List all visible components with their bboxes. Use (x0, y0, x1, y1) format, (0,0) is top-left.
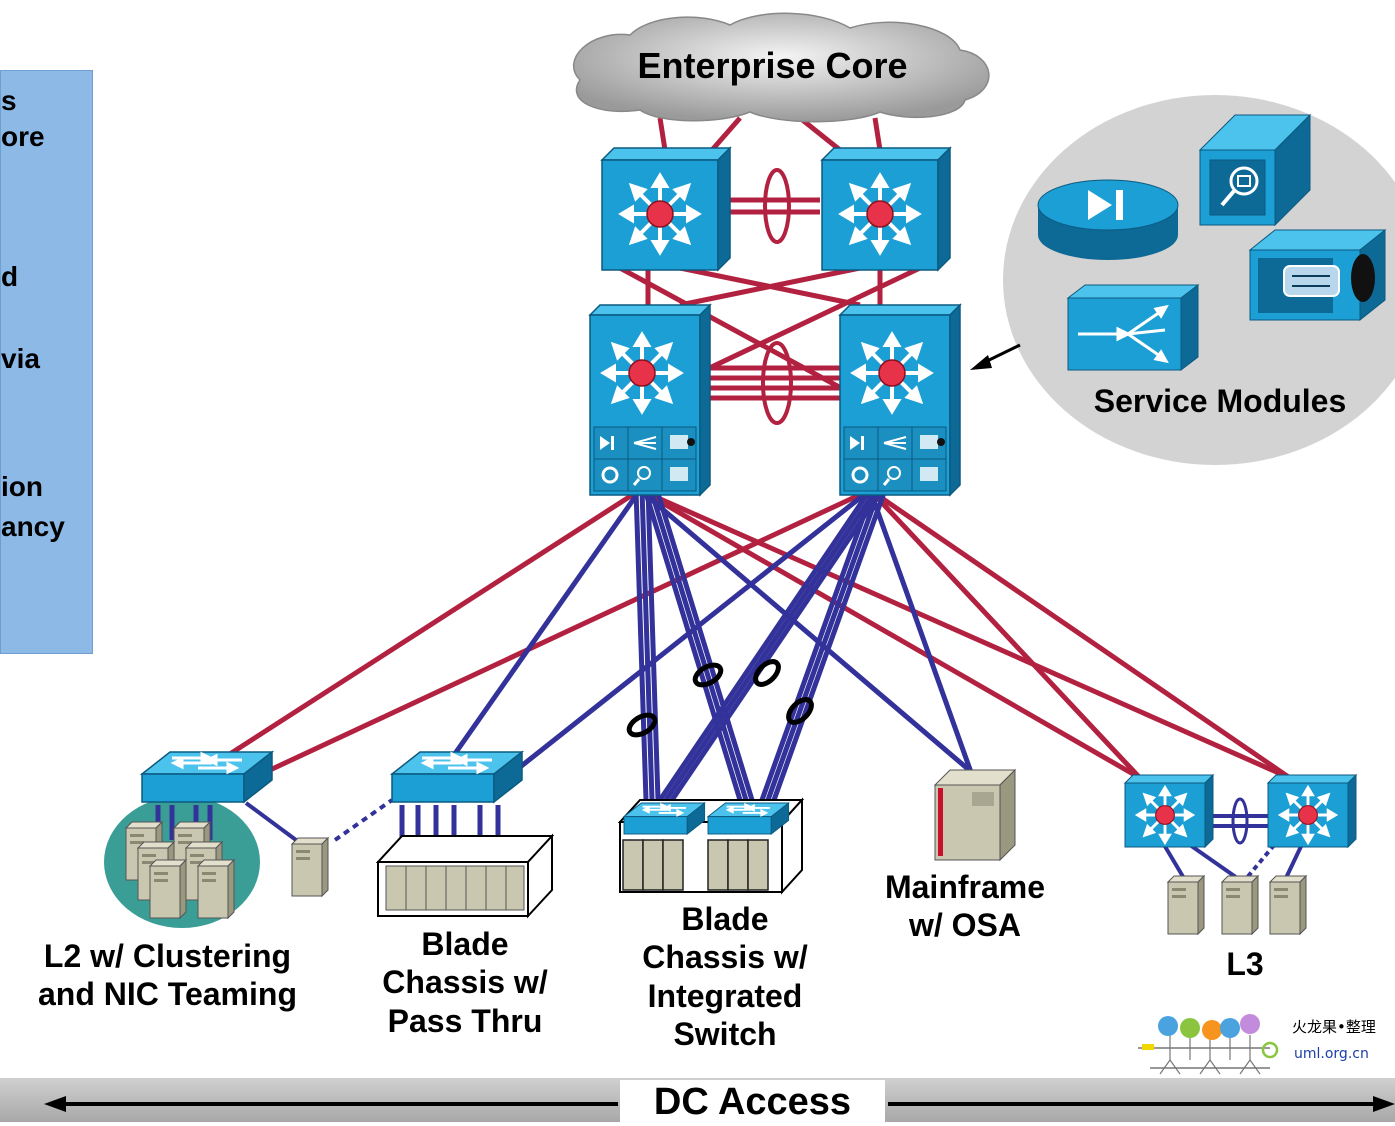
panel-line-4: via (1, 343, 40, 374)
downlinks-blue (437, 488, 977, 802)
watermark-text: 火龙果•整理 (1292, 1018, 1376, 1036)
panel-line-6: ancy (1, 511, 65, 542)
core-switch-left (600, 146, 732, 272)
aggregation-switch-right (838, 303, 962, 497)
load-balancer-module-icon (1066, 283, 1200, 372)
access-label-mainframe: Mainframe w/ OSA (884, 869, 1046, 944)
aggregation-links (710, 365, 840, 401)
panel-line-5: ion (1, 471, 43, 502)
watermark-url: uml.org.cn (1294, 1046, 1369, 1062)
enterprise-core-label: Enterprise Core (637, 45, 908, 86)
core-switch-right (820, 146, 952, 272)
ids-module-icon (1198, 113, 1312, 227)
watermark-logo (1138, 1014, 1279, 1075)
access-label-l2: L2 w/ Clustering and NIC Teaming (38, 938, 297, 1013)
service-modules-label: Service Modules (1093, 383, 1347, 419)
enterprise-core-cloud (573, 12, 990, 123)
aggregation-switch-left (588, 303, 712, 497)
content-switch-icon (1037, 179, 1179, 260)
core-links (657, 116, 883, 152)
access-label-l3: L3 (1226, 946, 1264, 982)
mainframe-icon (933, 768, 1017, 862)
blade-chassis-integrated-switch (617, 797, 805, 895)
panel-line-1: s (1, 85, 17, 116)
access-label-blade-integrated: Blade Chassis w/ Integrated Switch (642, 901, 808, 1053)
firewall-module-icon (1248, 228, 1387, 322)
blade-chassis-pass-thru (333, 750, 555, 919)
panel-line-3: d (1, 261, 19, 292)
downlinks-red (203, 487, 1292, 781)
dc-access-label: DC Access (620, 1080, 885, 1126)
l3-group (1123, 773, 1358, 935)
service-modules-group (970, 95, 1395, 465)
panel-line-2: ore (1, 121, 45, 152)
left-info-panel: s ore d via ion ancy (0, 70, 93, 654)
etherchannel-aggregation (761, 341, 793, 425)
etherchannel-rings (626, 659, 814, 738)
access-label-blade-pass-thru: Blade Chassis w/ Pass Thru (382, 926, 548, 1039)
etherchannel-top (763, 168, 791, 244)
l2-cluster-group (104, 750, 329, 928)
